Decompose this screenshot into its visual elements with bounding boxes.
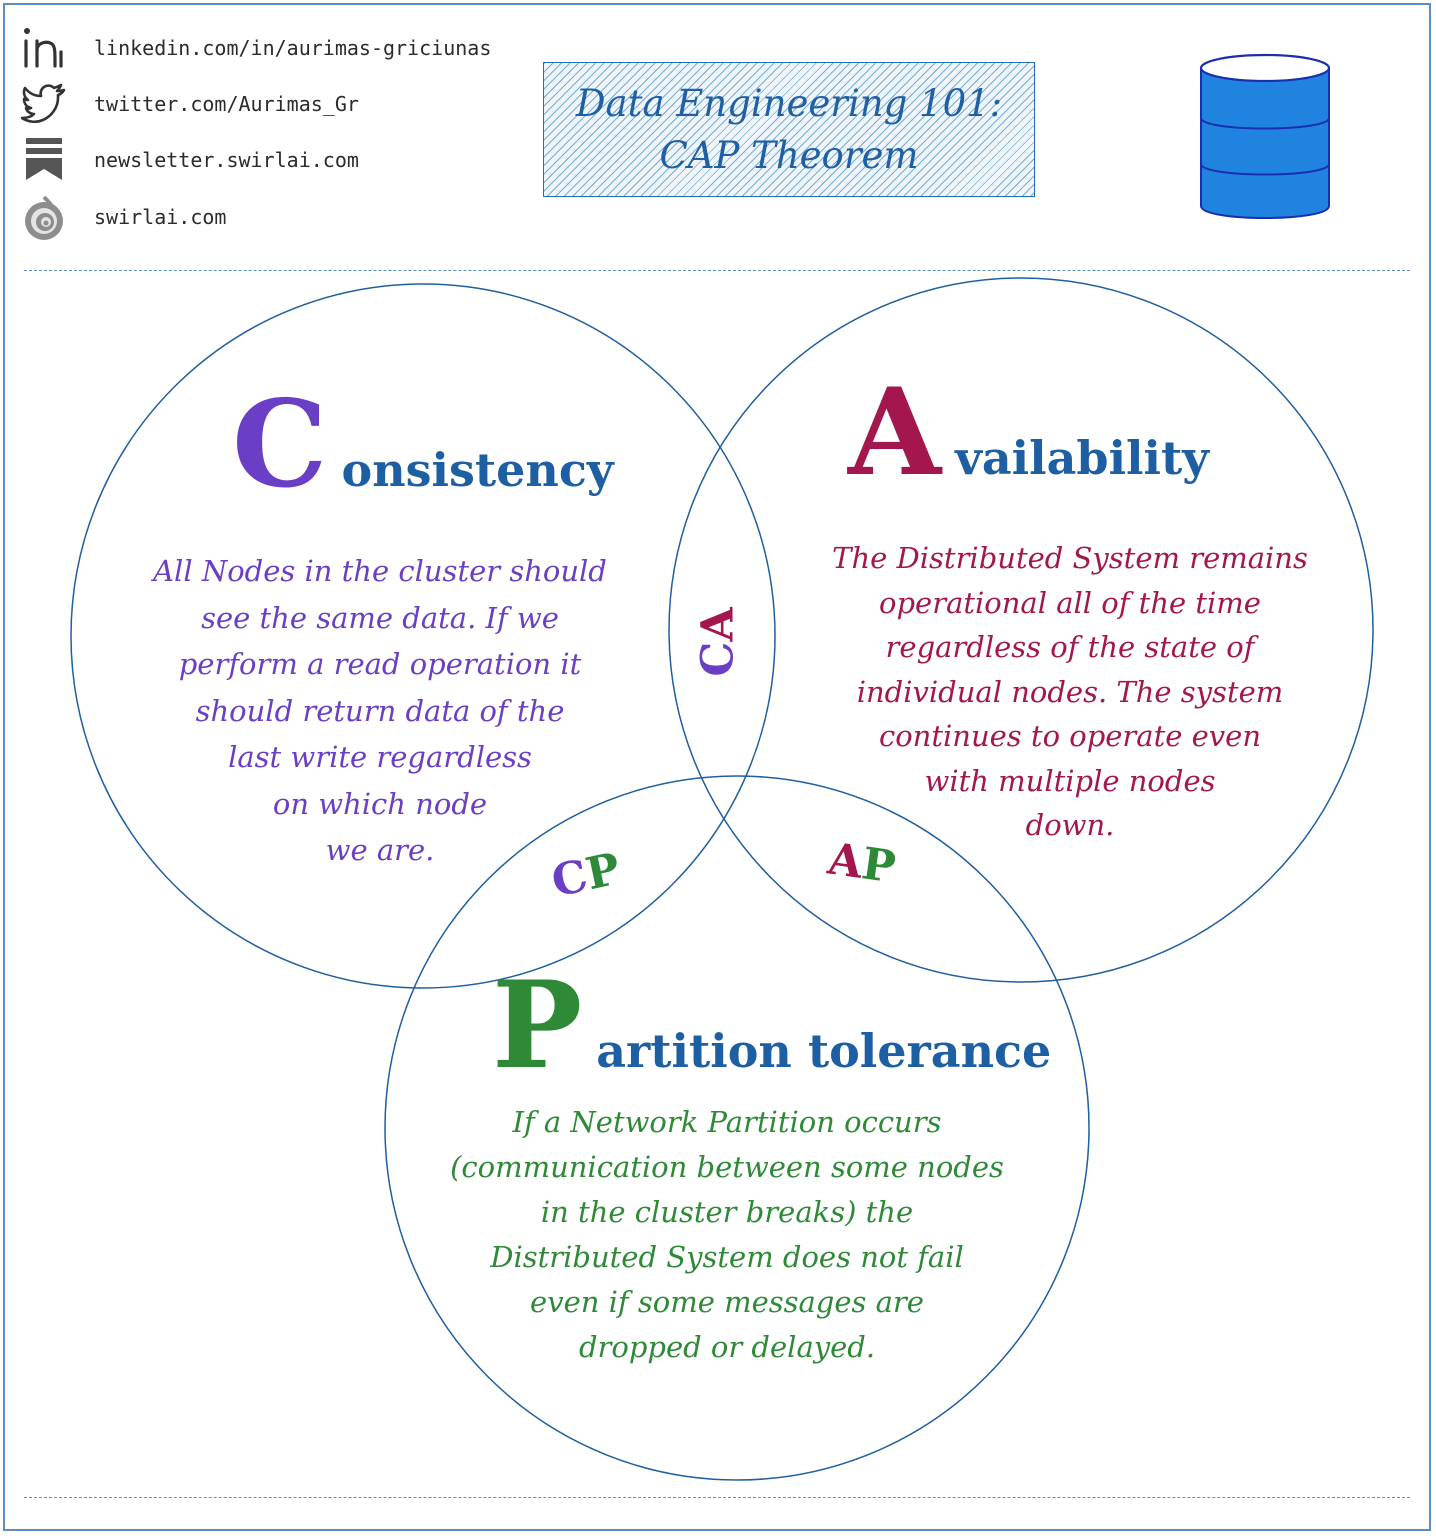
title-line-1: Data Engineering 101: <box>575 81 1003 125</box>
availability-rest: vailability <box>955 431 1209 485</box>
consistency-rest: onsistency <box>341 443 614 497</box>
partition-line: even if some messages are <box>530 1285 924 1319</box>
consistency-description: All Nodes in the cluster should see the … <box>90 548 670 874</box>
availability-line: regardless of the state of <box>885 630 1255 664</box>
consistency-circle <box>70 283 776 989</box>
partition-heading: P artition tolerance <box>492 966 1051 1086</box>
partition-line: If a Network Partition occurs <box>512 1105 942 1139</box>
ap-intersection-label: AP <box>825 834 899 894</box>
consistency-line: perform a read operation it <box>178 647 582 681</box>
ca-second-letter: A <box>692 607 744 642</box>
availability-letter: A <box>848 362 942 503</box>
partition-line: Distributed System does not fail <box>490 1240 964 1274</box>
linkedin-icon <box>24 28 63 68</box>
contact-linkedin-text[interactable]: linkedin.com/in/aurimas-griciunas <box>94 36 492 60</box>
availability-line: operational all of the time <box>879 585 1261 620</box>
availability-line: The Distributed System remains <box>832 541 1308 575</box>
partition-description: If a Network Partition occurs (communica… <box>407 1100 1047 1370</box>
contact-newsletter-text[interactable]: newsletter.swirlai.com <box>94 148 359 172</box>
availability-line: individual nodes. The system <box>856 674 1284 709</box>
availability-line: continues to operate even <box>878 719 1261 753</box>
availability-line: down. <box>1025 808 1115 842</box>
consistency-letter: C <box>232 374 328 515</box>
partition-line: in the cluster breaks) the <box>540 1195 914 1229</box>
title-box: Data Engineering 101: CAP Theorem <box>543 62 1035 197</box>
availability-description: The Distributed System remains operation… <box>770 536 1370 848</box>
partition-rest: artition tolerance <box>596 1024 1052 1078</box>
consistency-line: on which node <box>272 786 488 821</box>
consistency-line: last write regardless <box>228 740 532 774</box>
consistency-heading: C onsistency <box>232 385 614 505</box>
partition-line: dropped or delayed. <box>578 1330 876 1364</box>
availability-heading: A vailability <box>848 373 1209 493</box>
title-line-2: CAP Theorem <box>659 133 919 177</box>
partition-circle <box>384 775 1090 1481</box>
twitter-icon <box>20 83 66 124</box>
bottom-divider <box>24 1497 1410 1498</box>
contact-linkedin[interactable]: linkedin.com/in/aurimas-griciunas <box>20 24 491 72</box>
ca-first-letter: C <box>692 641 744 677</box>
contact-newsletter[interactable]: newsletter.swirlai.com <box>20 136 359 184</box>
contact-twitter-text[interactable]: twitter.com/Aurimas_Gr <box>94 92 359 116</box>
consistency-line: see the same data. If we <box>201 600 559 635</box>
ca-intersection-label: CA <box>693 607 744 676</box>
consistency-line: All Nodes in the cluster should <box>153 554 607 588</box>
swirlai-icon <box>25 195 63 240</box>
consistency-line: should return data of the <box>195 693 565 728</box>
page-frame <box>3 3 1431 1531</box>
top-divider <box>24 270 1410 271</box>
ap-second-letter: P <box>858 838 899 894</box>
partition-line: (communication between some nodes <box>450 1150 1004 1184</box>
contact-twitter[interactable]: twitter.com/Aurimas_Gr <box>20 80 359 128</box>
availability-line: with multiple nodes <box>924 763 1216 798</box>
consistency-line: we are. <box>325 833 435 867</box>
contact-swirlai[interactable]: swirlai.com <box>20 193 226 241</box>
database-icon <box>1199 53 1331 219</box>
partition-letter: P <box>492 955 583 1096</box>
newsletter-icon <box>26 138 62 180</box>
availability-circle <box>668 277 1374 983</box>
contact-swirlai-text[interactable]: swirlai.com <box>94 205 227 229</box>
